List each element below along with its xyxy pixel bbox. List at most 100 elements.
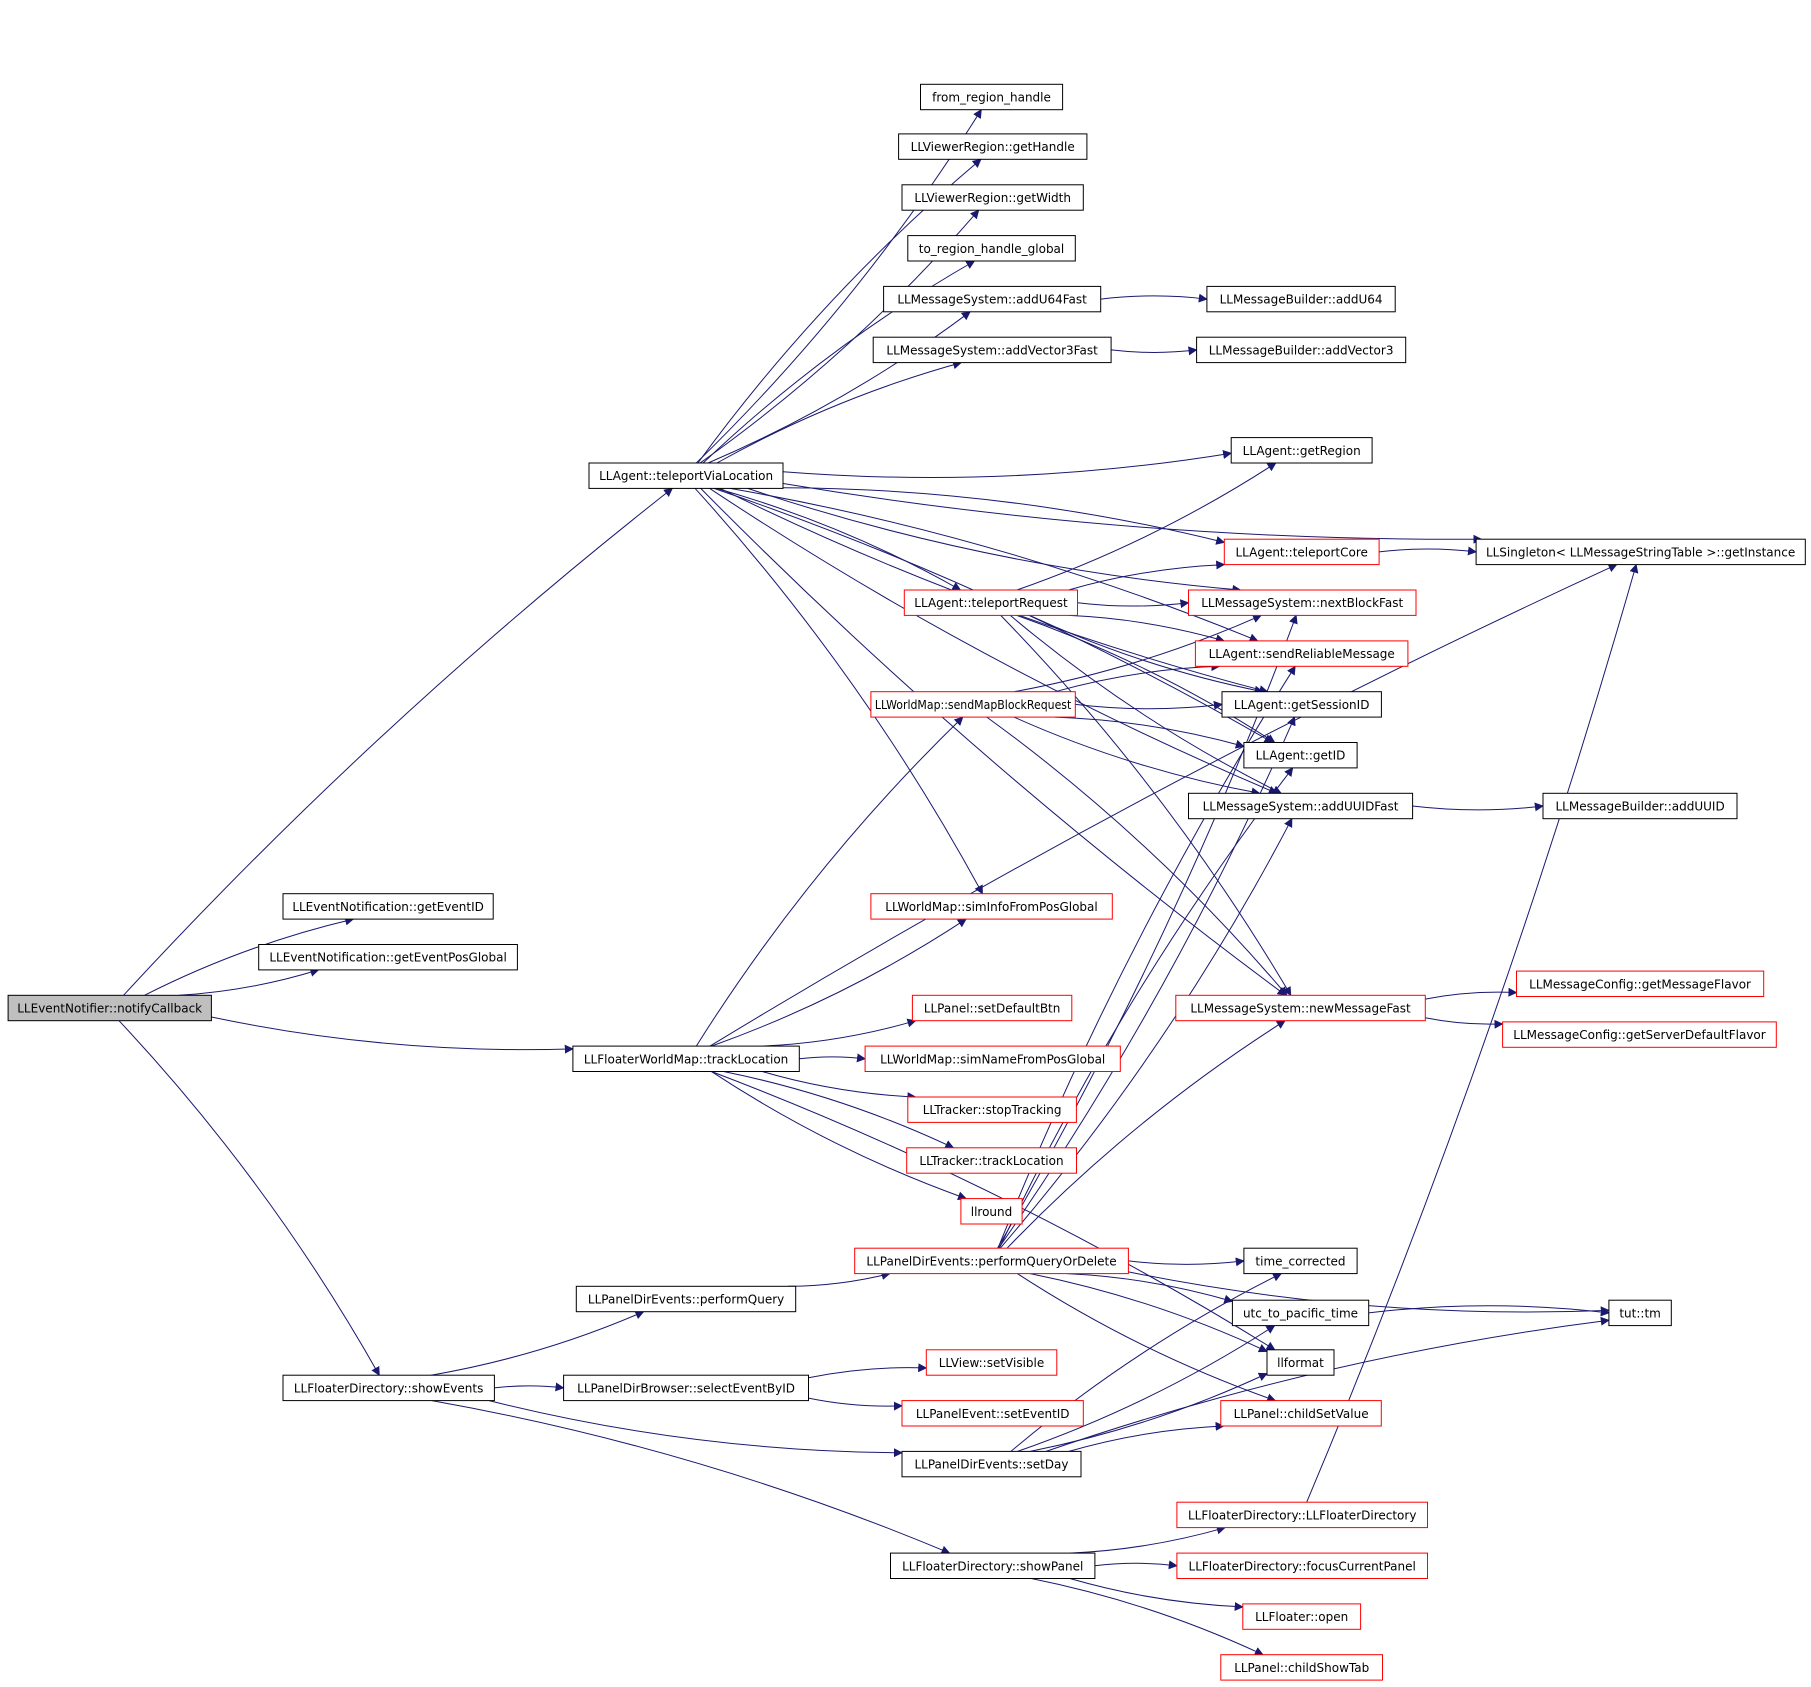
node-performQuery[interactable]: LLPanelDirEvents::performQuery: [575, 1285, 797, 1313]
node-getInstance[interactable]: LLSingleton< LLMessageStringTable >::get…: [1475, 538, 1806, 566]
node-performQueryOrDelete[interactable]: LLPanelDirEvents::performQueryOrDelete: [854, 1247, 1129, 1275]
edge-selectEventByID-to-setVisible: [808, 1363, 928, 1379]
node-label: LLFloaterWorldMap::trackLocation: [584, 1052, 788, 1066]
edge-setDay-to-llformat: [1030, 1372, 1268, 1452]
node-label: LLPanelDirEvents::setDay: [914, 1458, 1068, 1472]
node-getHandle[interactable]: LLViewerRegion::getHandle: [898, 133, 1088, 160]
edge-showEvents-to-showPanel: [431, 1400, 951, 1555]
node-teleportRequest[interactable]: LLAgent::teleportRequest: [903, 589, 1078, 616]
node-label: LLWorldMap::simInfoFromPosGlobal: [885, 900, 1097, 914]
node-label: LLFloaterDirectory::showEvents: [294, 1381, 484, 1395]
node-getMessageFlavor[interactable]: LLMessageConfig::getMessageFlavor: [1516, 970, 1765, 997]
node-showPanel[interactable]: LLFloaterDirectory::showPanel: [890, 1552, 1096, 1579]
node-childSetValue[interactable]: LLPanel::childSetValue: [1220, 1400, 1382, 1427]
node-label: LLTracker::trackLocation: [919, 1154, 1063, 1168]
node-label: LLMessageSystem::addUUIDFast: [1203, 800, 1399, 814]
node-box: [1608, 1299, 1672, 1327]
node-layer: LLEventNotifier::notifyCallback LLEventNo…: [7, 83, 1806, 1681]
node-getEventID[interactable]: LLEventNotification::getEventID: [282, 893, 494, 920]
node-setVisible[interactable]: LLView::setVisible: [925, 1349, 1058, 1376]
node-setDefaultBtn[interactable]: LLPanel::setDefaultBtn: [911, 994, 1073, 1022]
node-trackLocation[interactable]: LLFloaterWorldMap::trackLocation: [572, 1045, 800, 1072]
node-box: [870, 691, 1076, 718]
node-box: [1176, 1552, 1429, 1579]
node-llFloaterOpen[interactable]: LLFloater::open: [1242, 1603, 1362, 1630]
node-setEventID[interactable]: LLPanelEvent::setEventID: [901, 1400, 1084, 1427]
node-llFloaterDirectoryCtor[interactable]: LLFloaterDirectory::LLFloaterDirectory: [1176, 1501, 1429, 1529]
edge-performQueryOrDelete-to-time_corrected: [1128, 1257, 1245, 1267]
node-trackerTrackLocation[interactable]: LLTracker::trackLocation: [906, 1147, 1078, 1174]
node-llformat[interactable]: llformat: [1266, 1349, 1335, 1376]
node-getWidth[interactable]: LLViewerRegion::getWidth: [901, 184, 1084, 211]
node-box: [911, 994, 1073, 1022]
edge-trackLocation-to-sendMapBlockRequest: [695, 716, 964, 1047]
node-sendMapBlockRequest[interactable]: LLWorldMap::sendMapBlockRequest: [870, 691, 1076, 718]
node-getID[interactable]: LLAgent::getID: [1243, 742, 1358, 769]
node-notifyCallback[interactable]: LLEventNotifier::notifyCallback: [7, 994, 212, 1022]
edge-trackLocation-to-simInfoFromPosGlobal: [711, 918, 967, 1047]
edge-performQueryOrDelete-to-getID: [998, 767, 1294, 1249]
node-label: time_corrected: [1255, 1254, 1345, 1268]
edge-sendMapBlockRequest-to-getID: [1054, 716, 1245, 749]
node-addVector3[interactable]: LLMessageBuilder::addVector3: [1196, 336, 1407, 364]
node-addU64[interactable]: LLMessageBuilder::addU64: [1206, 285, 1396, 313]
node-getRegion[interactable]: LLAgent::getRegion: [1230, 437, 1373, 464]
node-getEventPosGlobal[interactable]: LLEventNotification::getEventPosGlobal: [258, 944, 518, 971]
node-childShowTab[interactable]: LLPanel::childShowTab: [1220, 1654, 1384, 1681]
edge-teleportViaLocation-to-from_region_handle: [695, 108, 982, 464]
node-newMessageFast[interactable]: LLMessageSystem::newMessageFast: [1175, 994, 1426, 1022]
node-addUUID[interactable]: LLMessageBuilder::addUUID: [1542, 792, 1738, 820]
node-stopTracking[interactable]: LLTracker::stopTracking: [907, 1096, 1077, 1123]
edge-notifyCallback-to-teleportViaLocation: [123, 487, 674, 996]
node-to_region_handle_global[interactable]: to_region_handle_global: [907, 235, 1076, 262]
node-box: [1542, 792, 1738, 820]
edge-notifyCallback-to-getEventID: [144, 916, 355, 996]
edge-newMessageFast-to-getMessageFlavor: [1425, 987, 1518, 1000]
node-label: LLAgent::sendReliableMessage: [1209, 647, 1395, 661]
node-box: [883, 285, 1102, 313]
edge-performQueryOrDelete-to-childSetValue: [1017, 1273, 1277, 1403]
node-box: [864, 1045, 1121, 1072]
edge-performQuery-to-performQueryOrDelete: [787, 1271, 891, 1287]
node-box: [870, 893, 1113, 920]
node-nextBlockFast[interactable]: LLMessageSystem::nextBlockFast: [1188, 589, 1417, 616]
node-label: LLViewerRegion::getWidth: [914, 191, 1071, 205]
node-teleportCore[interactable]: LLAgent::teleportCore: [1223, 538, 1380, 566]
node-getSessionID[interactable]: LLAgent::getSessionID: [1221, 691, 1382, 718]
edge-sendMapBlockRequest-to-newMessageFast: [986, 716, 1288, 996]
node-label: LLTracker::stopTracking: [923, 1103, 1062, 1117]
node-addU64Fast[interactable]: LLMessageSystem::addU64Fast: [883, 285, 1102, 313]
node-box: [258, 944, 518, 971]
node-label: LLMessageSystem::newMessageFast: [1190, 1002, 1411, 1016]
node-addUUIDFast[interactable]: LLMessageSystem::addUUIDFast: [1188, 792, 1414, 820]
node-box: [1230, 437, 1373, 464]
node-label: LLWorldMap::sendMapBlockRequest: [875, 698, 1072, 712]
node-showEvents[interactable]: LLFloaterDirectory::showEvents: [282, 1374, 495, 1402]
node-simNameFromPosGlobal[interactable]: LLWorldMap::simNameFromPosGlobal: [864, 1045, 1121, 1072]
edge-trackLocation-to-llformat: [711, 1071, 1276, 1351]
node-box: [1176, 1501, 1429, 1529]
node-box: [907, 1096, 1077, 1123]
node-simInfoFromPosGlobal[interactable]: LLWorldMap::simInfoFromPosGlobal: [870, 893, 1113, 920]
edge-teleportViaLocation-to-teleportRequest: [716, 487, 962, 591]
node-teleportViaLocation[interactable]: LLAgent::teleportViaLocation: [588, 462, 784, 489]
node-label: LLAgent::teleportViaLocation: [599, 469, 773, 483]
node-box: [1206, 285, 1396, 313]
edge-addVector3Fast-to-addVector3: [1111, 346, 1198, 356]
node-tut_tm[interactable]: tut::tm: [1608, 1299, 1672, 1327]
node-time_corrected[interactable]: time_corrected: [1243, 1247, 1358, 1275]
node-sendReliableMessage[interactable]: LLAgent::sendReliableMessage: [1194, 640, 1409, 667]
node-label: LLMessageConfig::getServerDefaultFlavor: [1513, 1028, 1765, 1042]
node-from_region_handle[interactable]: from_region_handle: [920, 83, 1064, 111]
node-selectEventByID[interactable]: LLPanelDirBrowser::selectEventByID: [563, 1374, 809, 1402]
node-llround[interactable]: llround: [960, 1198, 1023, 1225]
node-setDay[interactable]: LLPanelDirEvents::setDay: [901, 1450, 1082, 1478]
node-utc_to_pacific_time[interactable]: utc_to_pacific_time: [1231, 1299, 1370, 1327]
node-focusCurrentPanel[interactable]: LLFloaterDirectory::focusCurrentPanel: [1176, 1552, 1429, 1579]
node-label: LLPanelDirEvents::performQueryOrDelete: [866, 1254, 1116, 1268]
edge-showPanel-to-childShowTab: [1031, 1578, 1264, 1656]
node-label: llround: [971, 1205, 1013, 1219]
node-box: [1175, 994, 1426, 1022]
node-getServerDefaultFlavor[interactable]: LLMessageConfig::getServerDefaultFlavor: [1502, 1021, 1777, 1048]
node-addVector3Fast[interactable]: LLMessageSystem::addVector3Fast: [872, 336, 1112, 364]
